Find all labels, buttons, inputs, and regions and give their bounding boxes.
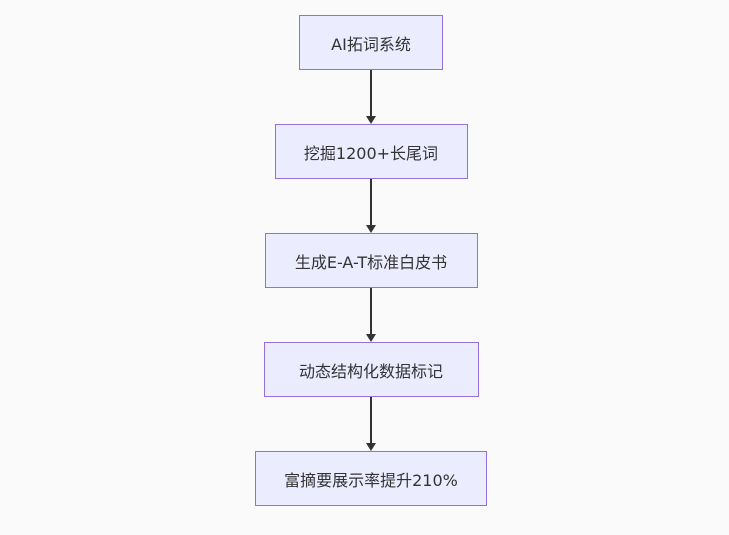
arrowhead-down-icon: [366, 443, 376, 451]
flow-node-label: 生成E-A-T标准白皮书: [294, 252, 448, 272]
arrow-line: [370, 288, 372, 334]
connector-arrow-2: [366, 179, 376, 233]
flow-node-label: AI拓词系统: [331, 34, 411, 54]
flow-node-ai-expansion-system: AI拓词系统: [299, 15, 443, 70]
arrowhead-down-icon: [366, 116, 376, 124]
arrow-line: [370, 179, 372, 225]
arrowhead-down-icon: [366, 334, 376, 342]
flowchart-column: AI拓词系统 挖掘1200+长尾词 生成E-A-T标准白皮书 动态结构化数据标记: [255, 15, 487, 506]
connector-arrow-4: [366, 397, 376, 451]
flow-node-rich-snippet-rate: 富摘要展示率提升210%: [255, 451, 487, 506]
flow-node-label: 动态结构化数据标记: [298, 361, 443, 381]
connector-arrow-3: [366, 288, 376, 342]
flow-node-label: 挖掘1200+长尾词: [303, 143, 439, 163]
flow-node-structured-data: 动态结构化数据标记: [263, 342, 479, 397]
flow-node-eat-whitepaper: 生成E-A-T标准白皮书: [264, 233, 478, 288]
arrowhead-down-icon: [366, 225, 376, 233]
flow-node-longtail-keywords: 挖掘1200+长尾词: [274, 124, 468, 179]
arrow-line: [370, 70, 372, 116]
flow-node-label: 富摘要展示率提升210%: [284, 470, 458, 490]
connector-arrow-1: [366, 70, 376, 124]
arrow-line: [370, 397, 372, 443]
